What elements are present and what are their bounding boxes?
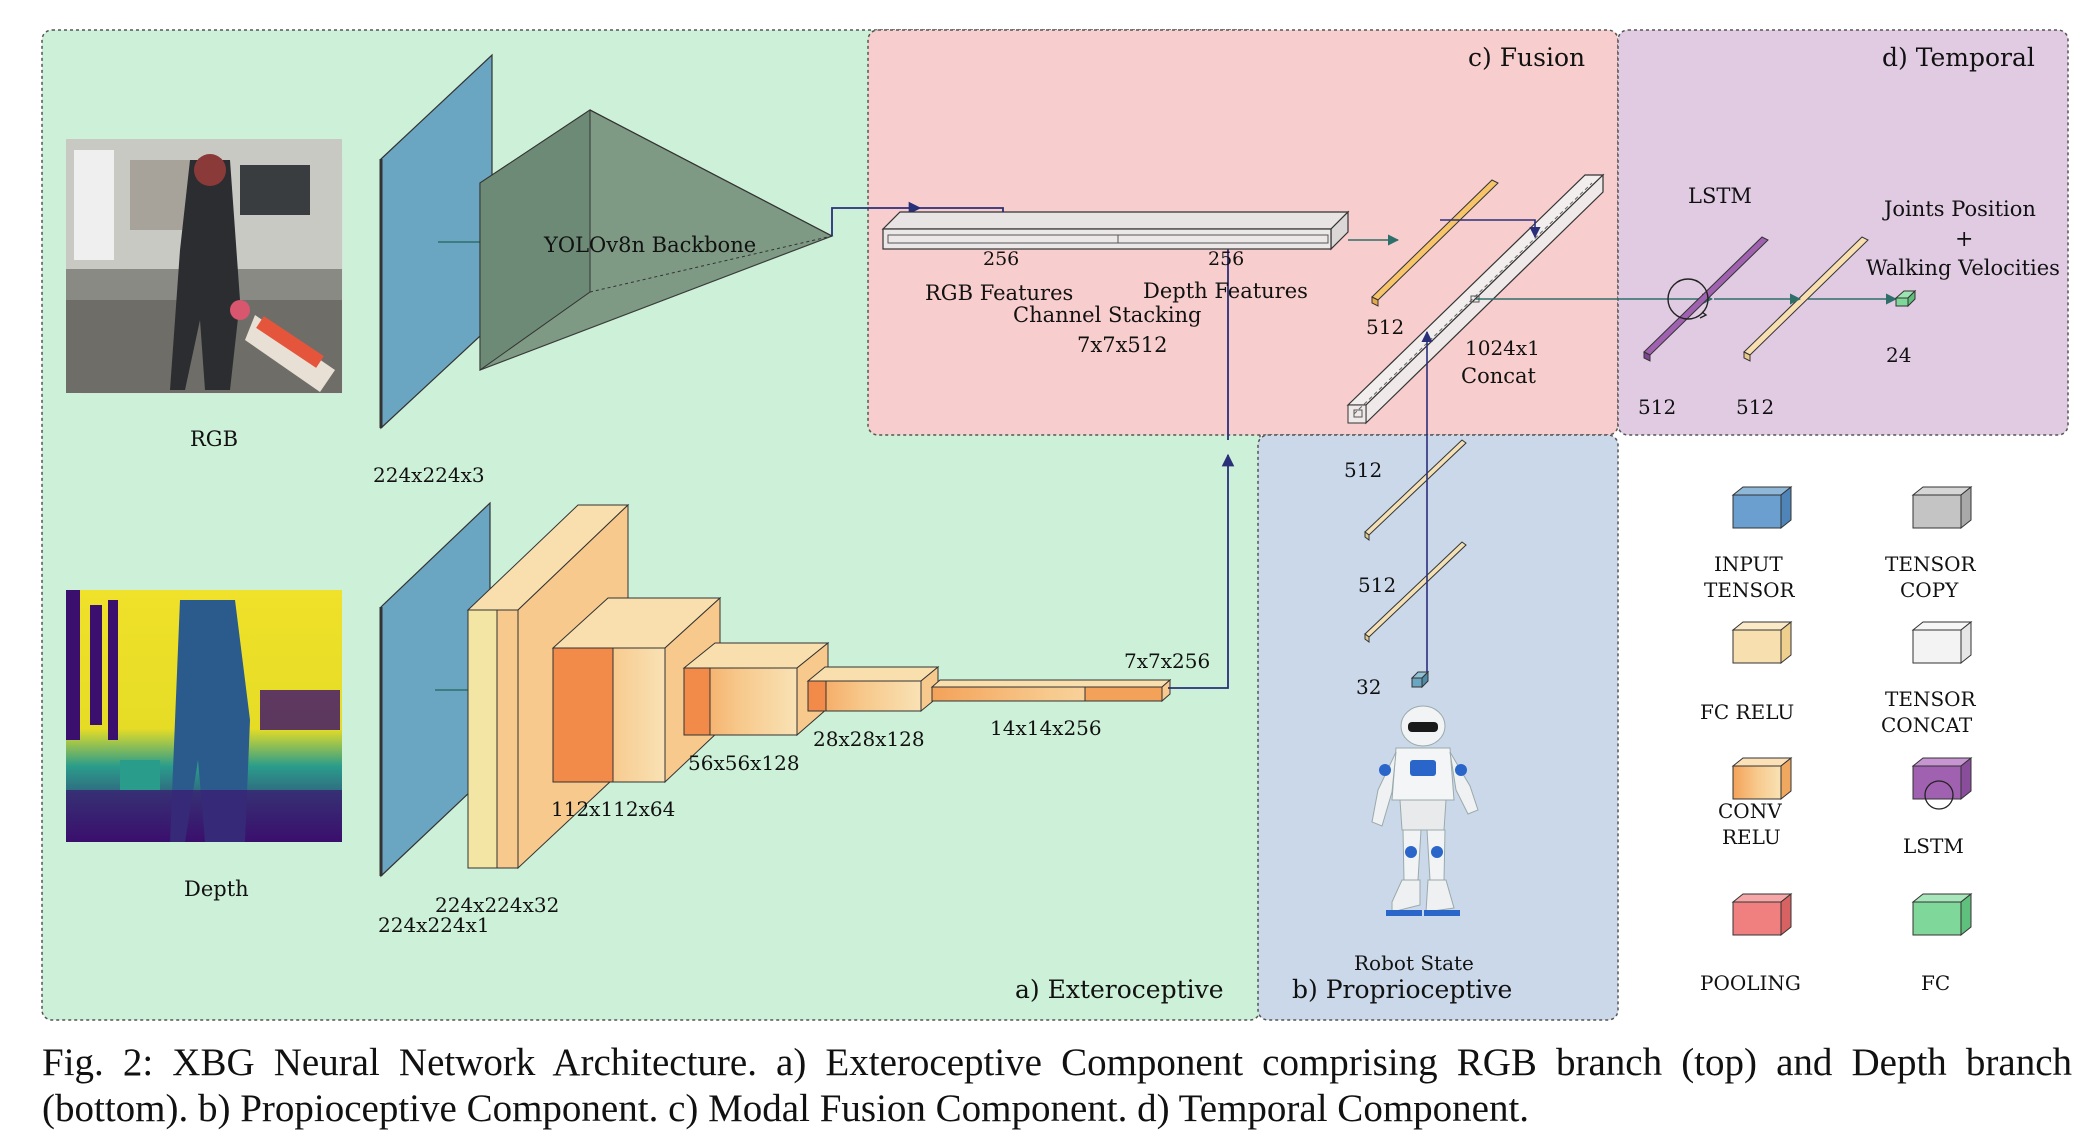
conv-dim-224: 224x224x32	[435, 893, 559, 917]
proprio-fc1-dim: 512	[1344, 458, 1382, 482]
conv-block-28	[806, 665, 940, 713]
legend-input-tensor-icon	[1731, 485, 1793, 530]
proprio-fc2	[1364, 541, 1467, 643]
lstm-dim: 512	[1638, 395, 1676, 419]
conv-dim-112: 112x112x64	[551, 797, 675, 821]
output-label-plus: +	[1955, 227, 1973, 252]
temporal-fc-dim: 512	[1736, 395, 1774, 419]
legend-tensor-concat-1: TENSOR	[1885, 687, 1977, 711]
legend-tensor-copy-1: TENSOR	[1885, 552, 1977, 576]
legend-conv-relu-icon	[1731, 756, 1793, 801]
conv-dim-28: 28x28x128	[813, 727, 925, 751]
legend-conv-relu-2: RELU	[1722, 825, 1781, 849]
depth-to-fusion-arrow	[1168, 453, 1235, 689]
concat-label: Concat	[1461, 364, 1537, 388]
depth-features-label: Depth Features	[1143, 279, 1308, 303]
legend-input-tensor-1: INPUT	[1714, 552, 1783, 576]
robot-figure	[1371, 705, 1479, 916]
rgb-feat-count: 256	[983, 248, 1019, 270]
legend-fc-relu: FC RELU	[1700, 700, 1794, 724]
output-label-line2: Walking Velocities	[1866, 256, 2060, 280]
proprio-fc1	[1364, 439, 1467, 541]
fusion-title: c) Fusion	[1468, 43, 1585, 72]
fusion-fc-dim: 512	[1366, 315, 1404, 339]
temporal-region	[1617, 29, 2069, 436]
robot-state-label: Robot State	[1354, 951, 1474, 975]
legend-lstm-icon	[1911, 756, 1973, 810]
legend-lstm: LSTM	[1903, 834, 1964, 858]
proprio-input-dim: 32	[1356, 675, 1381, 699]
temporal-fc-512	[1743, 236, 1869, 362]
legend-tensor-copy-icon	[1911, 485, 1973, 530]
depth-output-dim: 7x7x256	[1124, 649, 1210, 673]
channel-stacking-label: Channel Stacking	[1013, 303, 1202, 327]
depth-input-dim: 224x224x1	[378, 913, 490, 937]
rgb-image-stack	[66, 139, 343, 394]
legend-input-tensor-2: TENSOR	[1704, 578, 1796, 602]
rgb-label: RGB	[190, 427, 238, 451]
rgb-to-fusion-arrow	[831, 201, 922, 236]
legend-fc-icon	[1911, 892, 1973, 937]
lstm-block	[1643, 236, 1769, 362]
proprio-fc2-dim: 512	[1358, 573, 1396, 597]
proprioceptive-title: b) Proprioceptive	[1292, 975, 1512, 1004]
legend-pooling: POOLING	[1700, 971, 1801, 995]
exteroceptive-title: a) Exteroceptive	[1015, 975, 1224, 1004]
rgb-input-dim: 224x224x3	[373, 463, 485, 487]
proprio-input-tensor	[1410, 670, 1430, 689]
yolo-backbone-label: YOLOv8n Backbone	[543, 233, 756, 257]
legend-fc: FC	[1921, 971, 1950, 995]
legend: INPUT TENSOR TENSOR COPY FC RELU TENSOR …	[1700, 485, 1977, 995]
depth-image-stack	[66, 590, 342, 842]
rgb-features-label: RGB Features	[925, 281, 1073, 305]
concat-dim: 1024x1	[1465, 336, 1540, 360]
lstm-label: LSTM	[1688, 184, 1752, 208]
channel-stacking-tensor	[881, 210, 1350, 251]
conv-block-56	[682, 641, 830, 737]
legend-tensor-copy-2: COPY	[1900, 578, 1959, 602]
legend-conv-relu-1: CONV	[1718, 799, 1782, 823]
temporal-title: d) Temporal	[1882, 43, 2035, 72]
fc-to-concat-arrow	[1440, 219, 1541, 239]
legend-tensor-concat-2: CONCAT	[1881, 713, 1973, 737]
channel-stacking-dim: 7x7x512	[1077, 333, 1168, 357]
fusion-fc-512	[1371, 179, 1499, 307]
conv-block-14	[930, 678, 1172, 703]
depth-label: Depth	[184, 877, 249, 901]
figure-caption: Fig. 2: XBG Neural Network Architecture.…	[42, 1041, 2072, 1130]
output-label-line1: Joints Position	[1882, 197, 2036, 221]
conv-dim-14: 14x14x256	[990, 716, 1102, 740]
depth-feat-count: 256	[1208, 248, 1244, 270]
output-dim: 24	[1886, 343, 1911, 367]
legend-tensor-concat-icon	[1911, 620, 1973, 665]
conv-block-112	[551, 596, 722, 784]
output-fc-24	[1894, 289, 1917, 308]
legend-pooling-icon	[1731, 892, 1793, 937]
conv-dim-56: 56x56x128	[688, 751, 800, 775]
legend-fc-relu-icon	[1731, 620, 1793, 665]
